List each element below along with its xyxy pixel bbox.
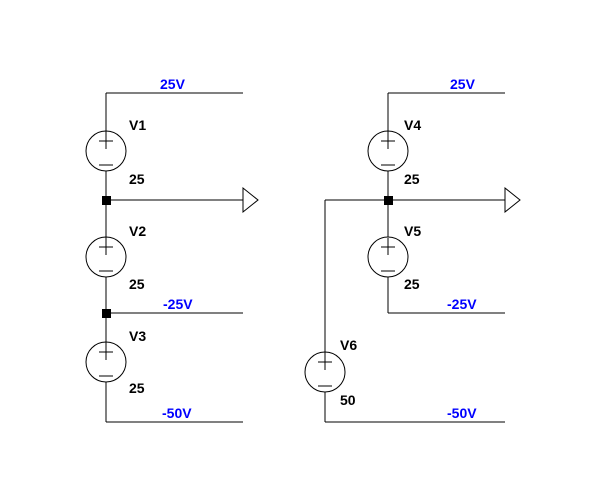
v1-designator[interactable]: V1: [129, 117, 146, 133]
net-label-left-25v[interactable]: 25V: [160, 76, 186, 92]
net-label-left-minus25v[interactable]: -25V: [163, 296, 193, 312]
v4-value[interactable]: 25: [404, 171, 420, 187]
v2-value[interactable]: 25: [129, 276, 145, 292]
v4-designator[interactable]: V4: [404, 117, 421, 133]
v6-value[interactable]: 50: [340, 392, 356, 408]
net-label-right-minus25v[interactable]: -25V: [447, 296, 477, 312]
net-label-right-minus50v[interactable]: -50V: [447, 405, 477, 421]
left-circuit: 25V V1 25 V2 25 -25V: [85, 76, 259, 423]
net-label-left-minus50v[interactable]: -50V: [162, 405, 192, 421]
voltage-source-v3[interactable]: V3 25: [85, 328, 146, 396]
voltage-source-v6[interactable]: V6 50: [304, 337, 357, 408]
junction-node-right-mid: [384, 196, 393, 205]
right-circuit: 25V V4 25 V5 25 -25V: [304, 76, 521, 423]
output-arrow-marker-right[interactable]: [504, 186, 521, 214]
output-arrow-marker-left[interactable]: [242, 186, 259, 214]
v5-designator[interactable]: V5: [404, 223, 421, 239]
v3-designator[interactable]: V3: [129, 328, 146, 344]
v3-value[interactable]: 25: [129, 380, 145, 396]
voltage-source-v5[interactable]: V5 25: [367, 223, 421, 292]
v5-value[interactable]: 25: [404, 276, 420, 292]
v2-designator[interactable]: V2: [129, 223, 146, 239]
net-label-right-25v[interactable]: 25V: [450, 76, 476, 92]
v1-value[interactable]: 25: [129, 171, 145, 187]
voltage-source-v4[interactable]: V4 25: [367, 117, 421, 187]
voltage-source-v1[interactable]: V1 25: [85, 117, 146, 187]
voltage-source-v2[interactable]: V2 25: [85, 223, 146, 292]
v6-designator[interactable]: V6: [340, 337, 357, 353]
